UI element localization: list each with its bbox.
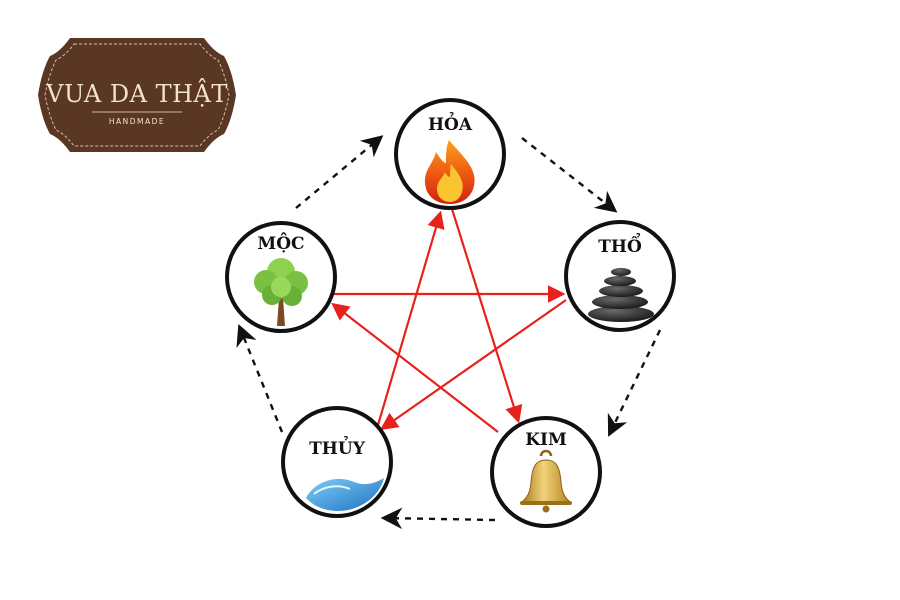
arrow-hoa-to-tho xyxy=(521,137,618,213)
element-label-hoa: HỎA xyxy=(428,112,473,135)
arrow-moc-to-hoa xyxy=(295,135,384,209)
tree-icon xyxy=(254,258,308,326)
arrow-thuy-to-moc xyxy=(236,323,284,433)
generating-cycle-arrows xyxy=(236,135,662,530)
bell-icon xyxy=(520,449,572,513)
element-label-thuy: THỦY xyxy=(309,436,366,459)
element-node-tho: THỔ xyxy=(564,220,676,332)
element-label-moc: MỘC xyxy=(257,233,304,254)
controlling-cycle-arrows xyxy=(331,208,567,433)
arrow-tho-to-thuy xyxy=(380,299,567,431)
arrow-hoa-to-kim xyxy=(450,208,523,424)
arrow-thuy-to-hoa xyxy=(376,210,445,426)
water-wave-icon xyxy=(306,478,384,511)
arrow-kim-to-moc xyxy=(331,302,499,433)
logo-badge-shape xyxy=(38,38,236,152)
arrow-tho-to-kim xyxy=(607,329,662,437)
element-node-thuy: THỦY xyxy=(281,406,393,518)
element-node-hoa: HỎA xyxy=(394,98,506,210)
logo-subtitle: HANDMADE xyxy=(109,117,165,126)
element-label-tho: THỔ xyxy=(598,232,642,257)
arrow-kim-to-thuy xyxy=(380,507,496,530)
element-node-kim: KIM xyxy=(490,416,602,528)
fire-icon xyxy=(424,140,475,204)
element-label-kim: KIM xyxy=(525,430,567,450)
stacked-stones-icon xyxy=(588,268,654,322)
logo-title: VUA DA THẬT xyxy=(45,78,228,108)
brand-logo: VUA DA THẬT HANDMADE xyxy=(38,38,236,152)
element-node-moc: MỘC xyxy=(225,221,337,333)
